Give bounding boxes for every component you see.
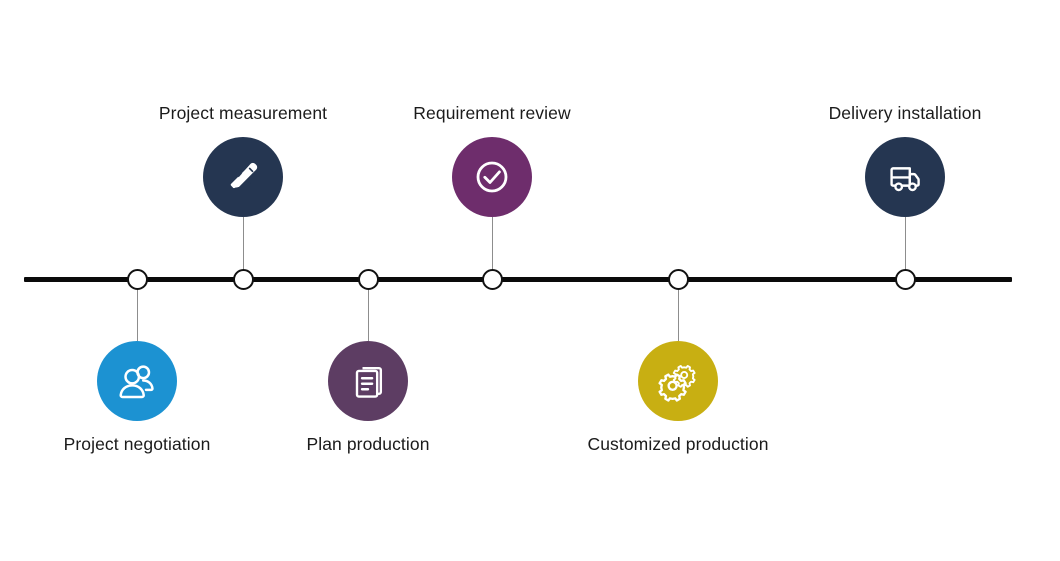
step-icon-documents-stack[interactable] <box>328 341 408 421</box>
step-icon-delivery-truck[interactable] <box>865 137 945 217</box>
ruler-pencil-icon <box>219 153 267 201</box>
timeline-node-1[interactable] <box>126 268 148 290</box>
connector-stem-1 <box>137 279 138 341</box>
timeline-node-3[interactable] <box>357 268 379 290</box>
step-icon-people-group[interactable] <box>97 341 177 421</box>
step-label-1: Project negotiation <box>63 434 211 454</box>
step-label-2: Project measurement <box>158 103 328 123</box>
timeline-node-5[interactable] <box>667 268 689 290</box>
timeline-node-6[interactable] <box>894 268 916 290</box>
documents-stack-icon <box>346 359 390 403</box>
connector-stem-2 <box>243 217 244 279</box>
delivery-truck-icon <box>882 154 928 200</box>
people-group-icon <box>114 358 160 404</box>
timeline-node-2[interactable] <box>232 268 254 290</box>
timeline-node-4[interactable] <box>481 268 503 290</box>
gears-icon <box>654 357 702 405</box>
step-label-5: Customized production <box>587 434 769 454</box>
step-label-6: Delivery installation <box>828 103 982 123</box>
step-icon-check-circle[interactable] <box>452 137 532 217</box>
step-icon-gears[interactable] <box>638 341 718 421</box>
connector-stem-6 <box>905 217 906 279</box>
step-label-4: Requirement review <box>413 103 571 123</box>
step-label-3: Plan production <box>306 434 430 454</box>
timeline-axis <box>24 276 1012 282</box>
connector-stem-4 <box>492 217 493 279</box>
step-icon-ruler-pencil[interactable] <box>203 137 283 217</box>
connector-stem-3 <box>368 279 369 341</box>
check-circle-icon <box>468 153 516 201</box>
connector-stem-5 <box>678 279 679 341</box>
